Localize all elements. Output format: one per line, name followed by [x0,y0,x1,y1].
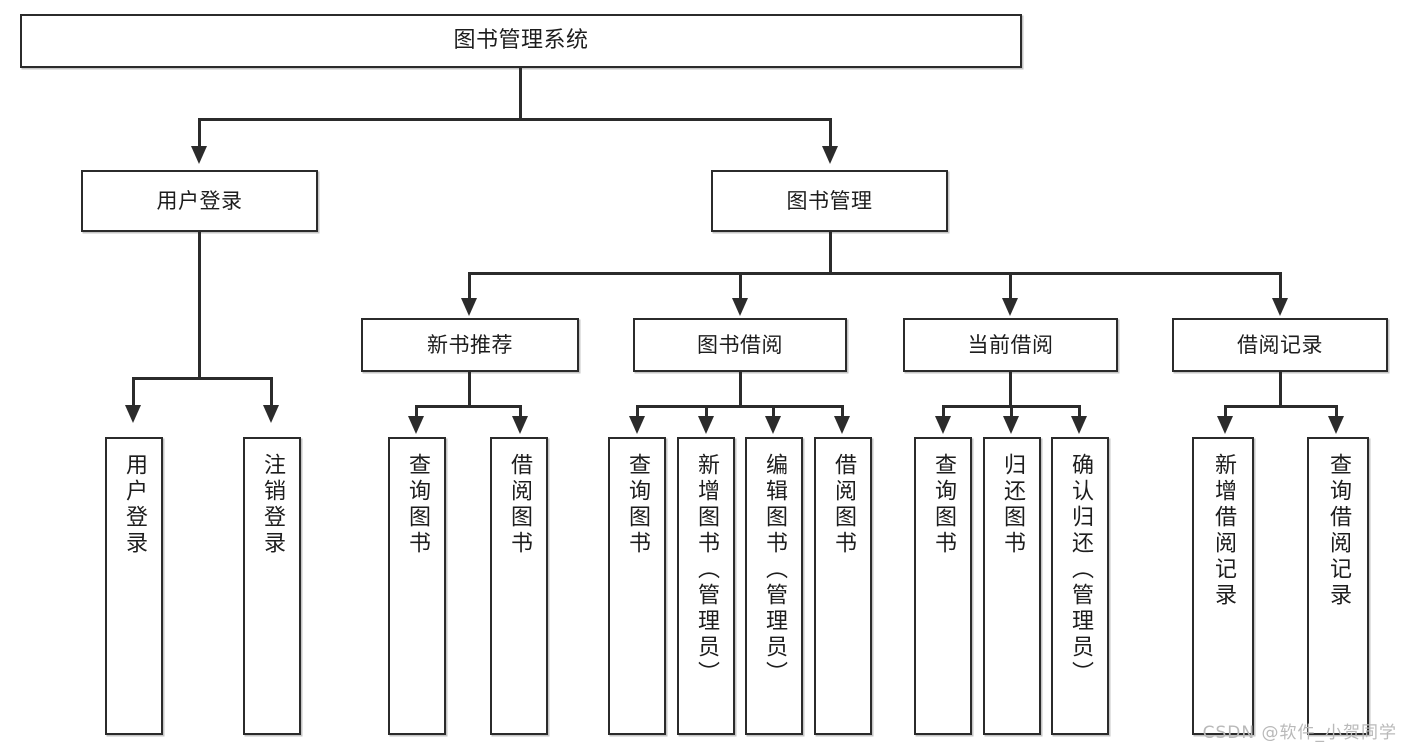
arrowhead-book-borrow [732,298,748,316]
connector-cb-drop-3 [1078,405,1081,417]
connector-nbr-drop-2 [519,405,522,417]
leaf-borrow-book-2[interactable]: 借阅图书 [814,437,872,735]
node-label: 新书推荐 [427,332,513,357]
arrowhead-book-manage [822,146,838,164]
connector-bb-bar [636,405,843,408]
connector-br-drop-1 [1224,405,1227,417]
connector-cb-drop-2 [1010,405,1013,417]
node-label: 确认归还（管理员） [1068,453,1093,687]
node-label: 图书管理 [786,188,873,213]
connector-bb-drop-3 [772,405,775,417]
node-label: 注销登录 [260,453,285,557]
leaf-edit-book-admin[interactable]: 编辑图书（管理员） [745,437,803,735]
node-label: 查询图书 [931,453,956,557]
connector-book-manage-stem [829,232,832,272]
connector-nbr-bar [415,405,521,408]
node-label: 图书借阅 [697,332,783,357]
arrowhead-leaf-borrow-book-2 [834,416,850,434]
node-book-manage[interactable]: 图书管理 [711,170,948,232]
connector-to-book-manage [829,118,832,148]
node-label: 借阅图书 [507,453,532,557]
node-new-book-recommend[interactable]: 新书推荐 [361,318,579,372]
connector-bm-drop-2 [739,272,742,300]
connector-bb-drop-4 [841,405,844,417]
node-label: 归还图书 [1000,453,1025,557]
node-current-borrow[interactable]: 当前借阅 [903,318,1118,372]
leaf-query-book-2[interactable]: 查询图书 [608,437,666,735]
connector-br-drop-2 [1335,405,1338,417]
node-label: 用户登录 [122,453,147,557]
node-label: 新增图书（管理员） [694,453,719,687]
connector-nbr-stem [468,372,471,405]
connector-user-login-drop-1 [132,377,135,407]
connector-user-login-bar [132,377,272,380]
node-book-borrow[interactable]: 图书借阅 [633,318,847,372]
node-label: 新增借阅记录 [1211,453,1236,609]
node-label: 图书管理系统 [453,28,589,54]
connector-user-login-drop-2 [270,377,273,407]
leaf-confirm-return-admin[interactable]: 确认归还（管理员） [1051,437,1109,735]
node-book-management-system[interactable]: 图书管理系统 [20,14,1022,68]
node-label: 用户登录 [156,188,243,213]
connector-to-user-login [198,118,201,148]
connector-cb-drop-1 [942,405,945,417]
leaf-query-book-3[interactable]: 查询图书 [914,437,972,735]
arrowhead-leaf-edit-book-admin [765,416,781,434]
connector-bb-stem [739,372,742,405]
arrowhead-leaf-return-book [1003,416,1019,434]
connector-bb-drop-1 [636,405,639,417]
connector-bm-drop-4 [1279,272,1282,300]
arrowhead-leaf-query-book-1 [408,416,424,434]
connector-cb-stem [1009,372,1012,405]
arrowhead-leaf-borrow-book-1 [512,416,528,434]
arrowhead-leaf-add-book-admin [698,416,714,434]
node-label: 借阅记录 [1237,332,1323,357]
leaf-query-book-1[interactable]: 查询图书 [388,437,446,735]
arrowhead-leaf-query-book-2 [629,416,645,434]
connector-nbr-drop-1 [415,405,418,417]
node-label: 查询借阅记录 [1326,453,1351,609]
node-label: 当前借阅 [967,332,1054,357]
node-label: 借阅图书 [831,453,856,557]
connector-bm-drop-3 [1009,272,1012,300]
leaf-return-book[interactable]: 归还图书 [983,437,1041,735]
node-label: 编辑图书（管理员） [762,453,787,687]
arrowhead-leaf-confirm-return-admin [1071,416,1087,434]
arrowhead-leaf-query-borrow-record [1328,416,1344,434]
arrowhead-current-borrow [1002,298,1018,316]
node-user-login[interactable]: 用户登录 [81,170,318,232]
node-borrow-record[interactable]: 借阅记录 [1172,318,1388,372]
arrowhead-leaf-user-login [125,405,141,423]
node-label: 查询图书 [625,453,650,557]
connector-root-stem [519,68,522,118]
arrowhead-leaf-add-borrow-record [1217,416,1233,434]
connector-bb-drop-2 [705,405,708,417]
leaf-query-borrow-record[interactable]: 查询借阅记录 [1307,437,1369,735]
arrowhead-user-login [191,146,207,164]
leaf-add-borrow-record[interactable]: 新增借阅记录 [1192,437,1254,735]
leaf-logout-login[interactable]: 注销登录 [243,437,301,735]
connector-root-bar [198,118,831,121]
leaf-borrow-book-1[interactable]: 借阅图书 [490,437,548,735]
leaf-add-book-admin[interactable]: 新增图书（管理员） [677,437,735,735]
leaf-user-login[interactable]: 用户登录 [105,437,163,735]
connector-user-login-stem [198,232,201,377]
arrowhead-leaf-query-book-3 [935,416,951,434]
node-label: 查询图书 [405,453,430,557]
connector-book-manage-bar [468,272,1280,275]
connector-br-bar [1224,405,1337,408]
arrowhead-borrow-record [1272,298,1288,316]
arrowhead-new-book-recommend [461,298,477,316]
connector-br-stem [1279,372,1282,405]
arrowhead-leaf-logout-login [263,405,279,423]
connector-bm-drop-1 [468,272,471,300]
